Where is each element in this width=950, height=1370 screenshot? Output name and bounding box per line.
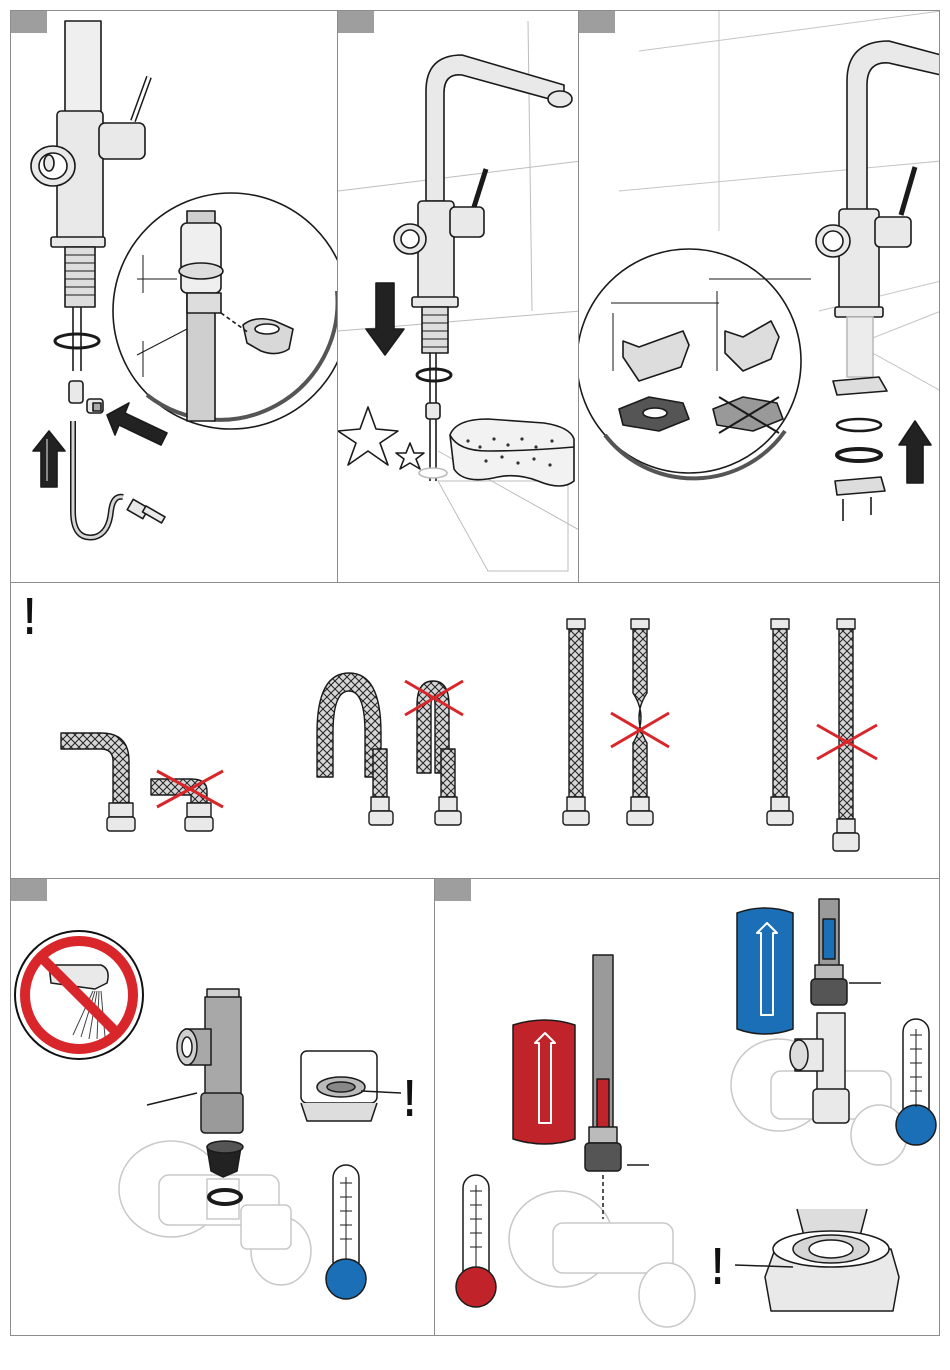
panel-step-5: ! [434,878,940,1336]
thermometer-cold-icon [326,1165,366,1299]
panel-step-1 [10,10,339,584]
arrow-up-icon [33,431,65,487]
magnifier-icon [579,249,811,478]
thermometer-hot-icon [456,1175,496,1307]
step-2-illustration [338,11,580,584]
hose-icon [69,381,165,537]
step-3-illustration [579,11,940,584]
hot-hose-icon [513,955,649,1219]
magnifier-icon [113,193,339,429]
panel-step-3 [578,10,940,584]
hose-bend-icon [61,733,223,831]
hose-loop-icon [317,673,463,825]
step-1-illustration [11,11,339,584]
step-5-illustration [435,879,940,1336]
star-icon [338,407,424,469]
hose-stretch-icon [767,619,877,851]
faucet-icon [394,55,572,481]
tee-valve-icon [147,989,243,1133]
nut-icon [735,1209,899,1311]
no-flush-icon [15,931,143,1059]
panel-step-4: ! [10,878,436,1336]
arrow-up-icon [899,421,931,483]
panel-hose-handling: ! [10,582,940,880]
sponge-icon [450,419,574,486]
hose-handling-illustration [11,583,940,880]
arrow-in-icon [107,403,167,445]
step-4-illustration [11,879,436,1336]
nut-detail-icon [301,1051,401,1121]
clip-icon [87,399,103,413]
panel-step-2 [337,10,580,584]
hose-twist-icon [563,619,669,825]
thermometer-cold-icon [896,1019,936,1145]
arrow-down-icon [366,283,404,355]
